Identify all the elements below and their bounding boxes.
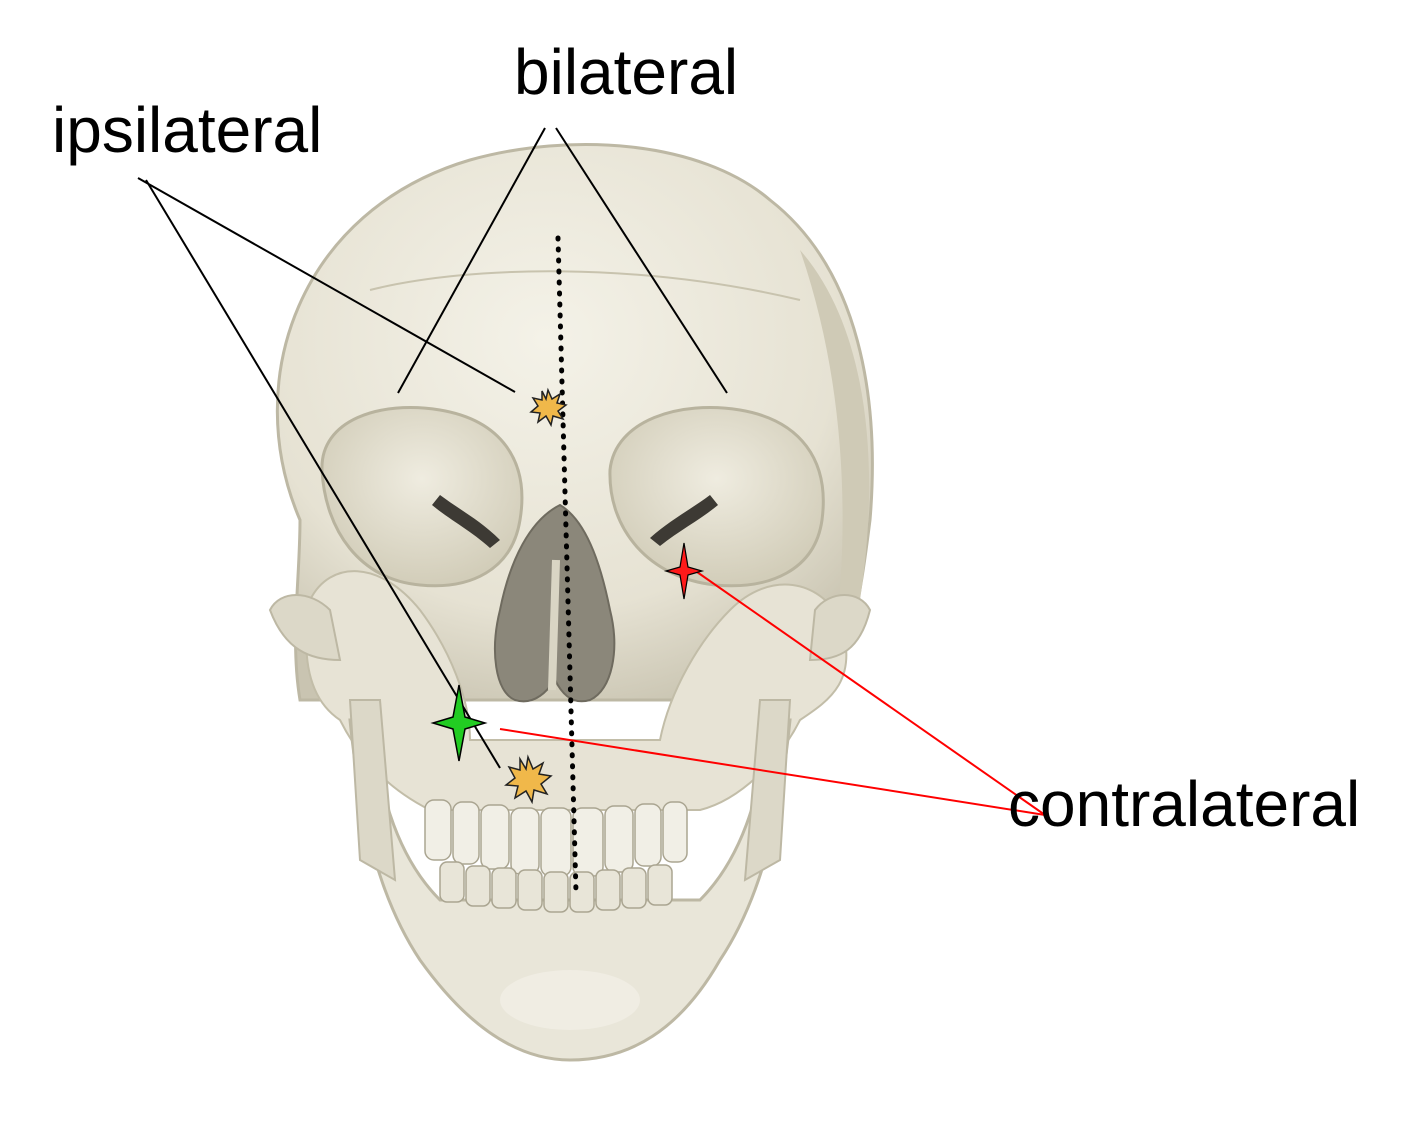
label-contralateral: contralateral (1008, 768, 1361, 840)
fissure-left (650, 495, 718, 546)
ipsilateral-leaders (137, 177, 516, 769)
midline (555, 235, 579, 895)
contralateral-leaders (499, 571, 1046, 816)
temporal-shadow (800, 250, 870, 640)
orbit-right-side (320, 406, 524, 588)
label-bilateral: bilateral (514, 36, 739, 108)
bilateral-leaders (397, 127, 728, 394)
starburst-icon (504, 754, 553, 805)
zygomatic-right (808, 594, 872, 662)
zygomatic-left (268, 594, 342, 662)
bilateral-leader-right (555, 127, 728, 394)
bilateral-leader-left (397, 127, 546, 394)
fissure-right (432, 495, 500, 548)
upper-teeth (424, 799, 688, 877)
ramus-left-side (743, 699, 792, 882)
starburst-icon (529, 387, 568, 428)
four-point-star-icon (430, 684, 488, 762)
ipsilateral-leader-upper (137, 177, 516, 393)
coronal-suture (369, 270, 801, 301)
skull-illustration (268, 143, 874, 1062)
ipsilateral-leader-lower (145, 179, 501, 769)
label-ipsilateral: ipsilateral (52, 94, 323, 166)
contralateral-leader-lower (499, 728, 1046, 816)
lower-teeth (439, 861, 673, 913)
ramus-right-side (348, 699, 397, 882)
four-point-star-icon (663, 542, 705, 600)
contralateral-leader-upper (696, 571, 1046, 816)
nasal-septum (548, 559, 560, 691)
chin-highlight (500, 970, 640, 1030)
mandible (348, 718, 792, 1062)
